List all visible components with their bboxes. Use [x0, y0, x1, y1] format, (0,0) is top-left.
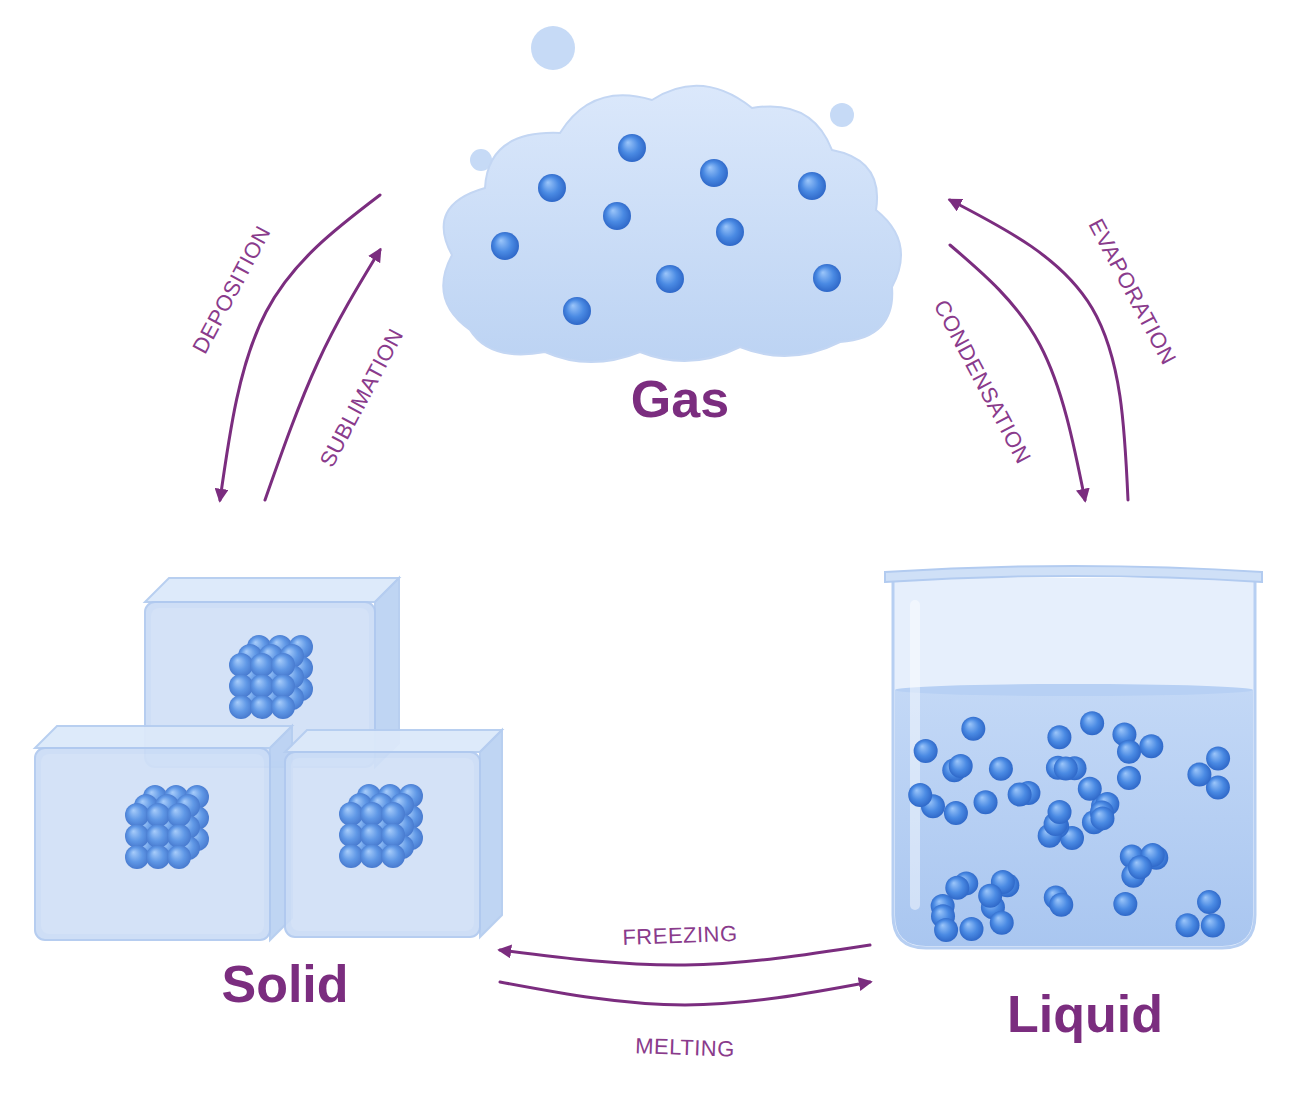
- gas-cloud: [443, 26, 901, 362]
- liquid-particle: [949, 754, 973, 778]
- liquid-particle: [1047, 725, 1071, 749]
- liquid-particle: [944, 801, 968, 825]
- liquid-particle: [1117, 740, 1141, 764]
- gas-particle: [618, 134, 646, 162]
- transition-label: DEPOSITION: [188, 222, 275, 358]
- transition-arrow: [500, 945, 870, 965]
- liquid-particle: [961, 717, 985, 741]
- liquid-particle: [934, 918, 958, 942]
- state-name: Liquid: [1007, 986, 1163, 1043]
- state-name: Solid: [221, 956, 348, 1013]
- liquid-particle: [989, 757, 1013, 781]
- liquid-particle: [960, 917, 984, 941]
- liquid-particle: [914, 739, 938, 763]
- transition-label: FREEZING: [622, 922, 738, 950]
- transition-arrow: [500, 982, 870, 1005]
- liquid-particle: [1201, 914, 1225, 938]
- liquid-particle: [1139, 734, 1163, 758]
- gas-particle: [656, 265, 684, 293]
- liquid-particle: [1117, 766, 1141, 790]
- liquid-particle: [908, 783, 932, 807]
- liquid-particle: [1113, 892, 1137, 916]
- liquid-particle: [1128, 855, 1152, 879]
- state-node: Solid: [25, 500, 500, 1015]
- liquid-particle: [1048, 800, 1072, 824]
- liquid-particle: [1080, 711, 1104, 735]
- liquid-particle: [1054, 757, 1078, 781]
- liquid-particle: [1049, 893, 1073, 917]
- liquid-particle: [1206, 746, 1230, 770]
- liquid-particle: [1176, 913, 1200, 937]
- gas-particle: [603, 202, 631, 230]
- gas-particle: [538, 174, 566, 202]
- transition-label: CONDENSATION: [929, 296, 1036, 468]
- ice-cubes: [35, 578, 502, 940]
- state-node: Liquid: [870, 500, 1270, 1045]
- transition-label: EVAPORATION: [1083, 215, 1180, 369]
- gas-particle: [491, 232, 519, 260]
- liquid-particle: [1187, 763, 1211, 787]
- liquid-particle: [974, 790, 998, 814]
- gas-particle: [813, 264, 841, 292]
- liquid-particle: [1008, 783, 1032, 807]
- transition-label: MELTING: [635, 1034, 735, 1062]
- liquid-particle: [945, 876, 969, 900]
- state-node: Gas: [380, 20, 950, 435]
- liquid-beaker: [885, 566, 1262, 948]
- state-name: Gas: [631, 371, 729, 428]
- liquid-particle: [978, 884, 1002, 908]
- gas-particle: [798, 172, 826, 200]
- transition-label: SUBLIMATION: [315, 325, 408, 471]
- liquid-particle: [1090, 806, 1114, 830]
- gas-particle: [700, 159, 728, 187]
- gas-particle: [716, 218, 744, 246]
- liquid-particle: [1197, 890, 1221, 914]
- liquid-particle: [990, 911, 1014, 935]
- gas-particle: [563, 297, 591, 325]
